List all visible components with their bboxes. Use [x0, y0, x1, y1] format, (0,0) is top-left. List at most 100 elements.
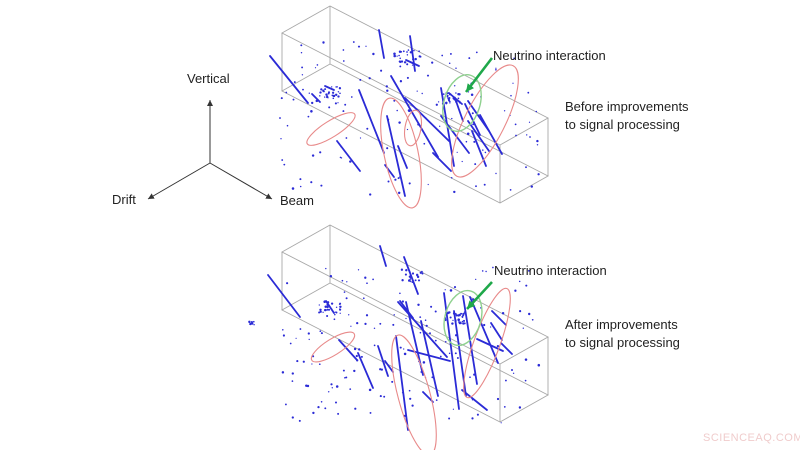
reconstructed-track: [420, 320, 439, 397]
hit-point: [252, 320, 255, 323]
noise-region-1: [306, 112, 356, 146]
detector-box: [281, 5, 549, 204]
hit-point: [298, 419, 301, 422]
hit-point: [475, 185, 477, 188]
hit-point: [411, 64, 414, 66]
reconstructed-track: [378, 29, 385, 59]
hit-point: [417, 279, 421, 282]
neutrino-interaction-label: Neutrino interaction: [493, 48, 606, 63]
hit-point: [325, 309, 327, 311]
hit-point: [410, 280, 412, 283]
hit-point: [489, 326, 492, 328]
hit-point: [406, 54, 409, 56]
hit-point: [444, 289, 446, 291]
hit-point: [458, 322, 461, 325]
hit-point: [461, 316, 464, 318]
hit-point: [340, 146, 342, 148]
hit-point: [324, 407, 327, 410]
hit-point: [484, 151, 487, 154]
hit-point: [334, 102, 337, 105]
hit-point: [445, 103, 447, 105]
hit-point: [295, 337, 297, 339]
hit-point: [449, 316, 452, 319]
detector-box: [281, 224, 549, 423]
hit-point: [349, 388, 352, 390]
hit-point: [302, 360, 305, 363]
hit-point: [342, 49, 345, 51]
hit-point: [408, 182, 411, 185]
vertical-axis-label: Vertical: [187, 71, 230, 86]
hit-point: [518, 280, 521, 283]
hit-point: [399, 65, 402, 68]
panel-caption-line-2: to signal processing: [565, 116, 680, 132]
hit-layer: [279, 41, 540, 196]
hit-point: [320, 88, 323, 91]
drift-axis-arrow: [147, 162, 211, 200]
hit-point: [319, 95, 321, 97]
hit-point: [522, 327, 524, 329]
hit-point: [322, 90, 325, 93]
hit-point: [495, 67, 497, 69]
hit-point: [424, 319, 427, 321]
hit-point: [380, 368, 383, 371]
hit-point: [366, 127, 369, 130]
hit-point: [482, 149, 484, 151]
reconstructed-track: [324, 85, 335, 91]
hit-point: [455, 67, 457, 70]
hit-point: [357, 45, 361, 48]
hit-point: [470, 93, 474, 96]
hit-point: [284, 403, 287, 406]
reconstructed-track: [491, 310, 507, 326]
hit-point: [326, 301, 330, 304]
hit-point: [291, 380, 294, 382]
hit-point: [496, 397, 500, 401]
hit-point: [343, 291, 346, 293]
hit-point: [537, 363, 541, 367]
hit-point: [449, 102, 451, 104]
hit-point: [283, 163, 286, 166]
hit-point: [449, 52, 452, 55]
hit-point: [342, 369, 345, 372]
hit-point: [405, 317, 407, 320]
hit-point: [338, 87, 342, 90]
hit-point: [398, 121, 401, 124]
hit-point: [400, 268, 404, 271]
hit-point: [530, 185, 533, 188]
hit-point: [299, 328, 302, 330]
hit-point: [373, 344, 376, 347]
hit-point: [399, 61, 402, 64]
event-panel-before: [269, 5, 549, 209]
hit-point: [454, 334, 458, 337]
hit-point: [331, 308, 333, 310]
hit-point: [338, 303, 341, 306]
hit-point: [281, 371, 285, 374]
hit-point: [393, 314, 395, 316]
hit-point: [462, 322, 465, 325]
hit-point: [411, 272, 415, 275]
hit-point: [434, 310, 437, 313]
hit-point: [463, 311, 466, 313]
hit-point: [454, 98, 457, 101]
hit-point: [345, 137, 348, 139]
reconstructed-track: [377, 345, 389, 377]
hit-point: [447, 97, 450, 100]
hit-point: [291, 416, 294, 419]
hit-point: [324, 88, 327, 91]
hit-point: [452, 96, 456, 100]
hit-point: [385, 85, 388, 88]
reconstructed-track: [384, 360, 394, 373]
hit-point: [280, 138, 282, 140]
hit-point: [356, 321, 359, 325]
hit-point: [373, 327, 376, 330]
hit-point: [409, 51, 413, 54]
reconstructed-track: [379, 245, 387, 267]
hit-point: [403, 352, 407, 356]
hit-point: [305, 384, 308, 387]
hit-point: [365, 314, 369, 317]
hit-point: [449, 289, 453, 292]
hit-point: [524, 358, 528, 361]
hit-point: [406, 51, 408, 53]
hit-point: [317, 405, 320, 409]
hit-point: [311, 363, 313, 365]
hit-point: [442, 93, 445, 95]
